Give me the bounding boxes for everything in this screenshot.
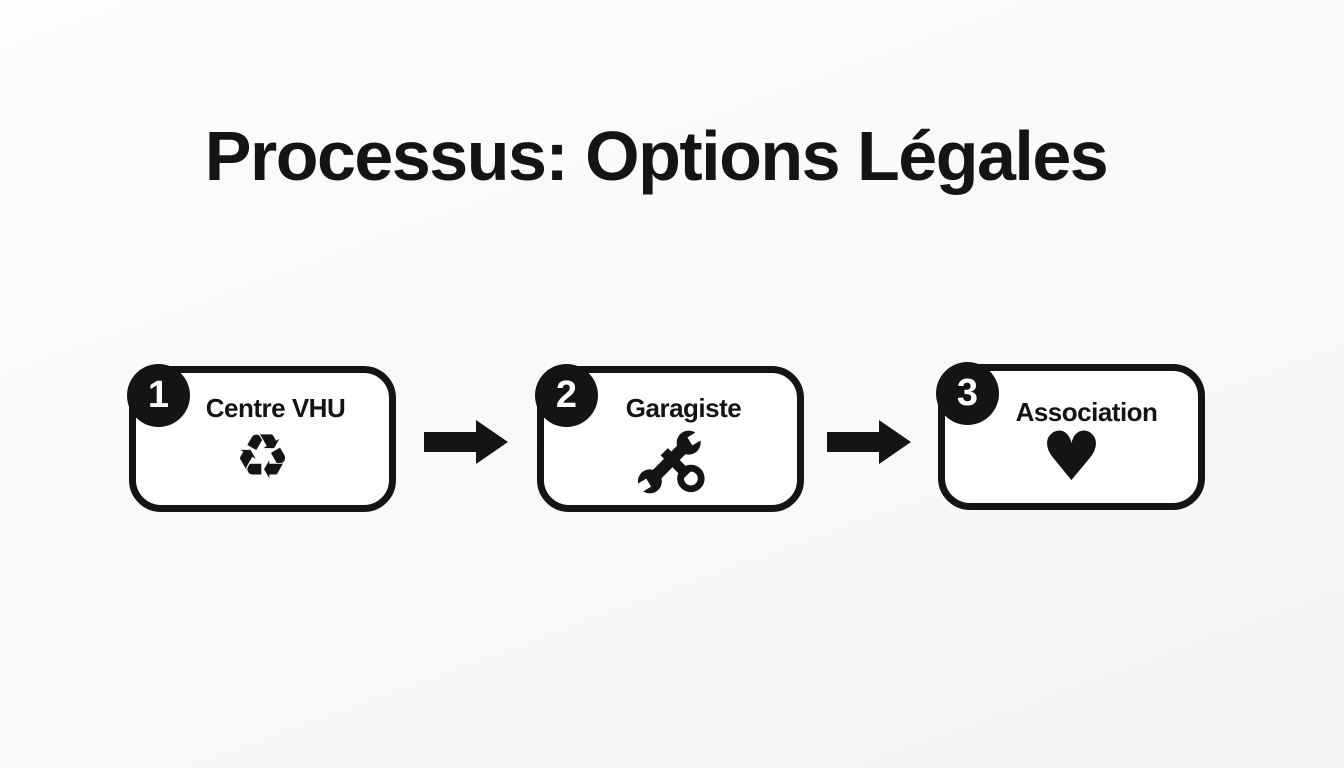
step-box-association: 3 Association ♥ [936, 362, 1205, 510]
step-number: 2 [555, 374, 578, 416]
right-arrow-icon [424, 420, 508, 464]
step-number-badge: 1 [127, 364, 190, 427]
step-box-garagiste: 2 Garagiste [535, 364, 804, 512]
crossed-wrenches-icon [629, 426, 713, 498]
step-number: 1 [147, 374, 170, 416]
step-label: Centre VHU [205, 393, 346, 423]
step-label: Garagiste [625, 393, 742, 423]
recycle-icon: ♻ [235, 426, 291, 488]
step-number: 3 [956, 372, 979, 414]
step-number-badge: 3 [936, 362, 999, 425]
heart-icon: ♥ [1041, 424, 1102, 492]
page-title: Processus: Options Légales [204, 117, 1109, 195]
step-label: Association [1015, 397, 1158, 427]
right-arrow-icon [827, 420, 911, 464]
heart-glyph: ♥ [1041, 418, 1102, 497]
step-box-centre-vhu: 1 Centre VHU ♻ [127, 364, 396, 512]
recycle-glyph: ♻ [234, 420, 291, 493]
step-number-badge: 2 [535, 364, 598, 427]
